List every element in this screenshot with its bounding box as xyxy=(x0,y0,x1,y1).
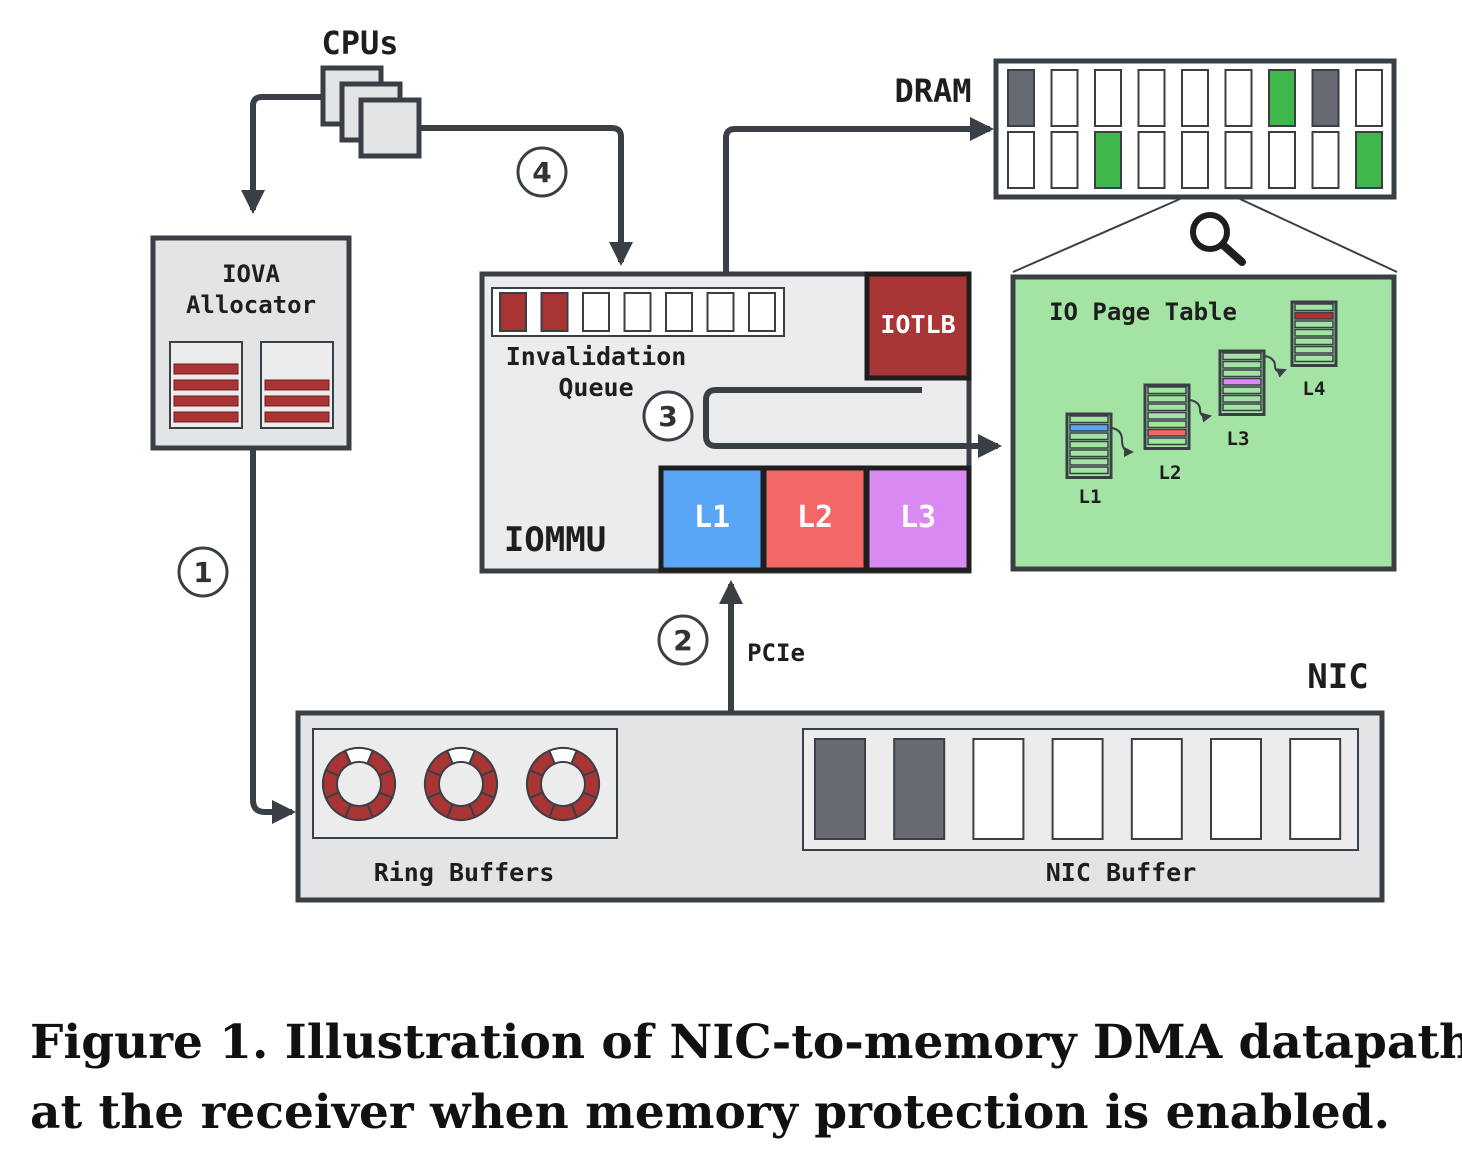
dram-cell xyxy=(1355,69,1383,127)
cpus-to-iova-arrow xyxy=(241,94,323,214)
pt-table-l4 xyxy=(1290,300,1338,367)
invq-entry-filled xyxy=(540,292,569,332)
dram-cell xyxy=(1355,131,1383,189)
caption-line2: at the receiver when memory protection i… xyxy=(30,1085,1390,1140)
io-page-table-label: IO Page Table xyxy=(1049,298,1237,326)
nic-label: NIC xyxy=(1307,657,1368,697)
magnifier-icon xyxy=(1190,212,1246,266)
step-marker-3: 3 xyxy=(642,390,694,442)
iova-to-ring-arrow xyxy=(250,448,296,824)
step-marker-2: 2 xyxy=(657,614,709,666)
dram-cell xyxy=(1268,69,1296,127)
cache-l2-label: L2 xyxy=(797,500,833,535)
pt-l2-label: L2 xyxy=(1159,462,1182,484)
pt-table-l1 xyxy=(1065,412,1113,479)
iommu: Invalidation Queue IOTLB IOMMU L1 L2 L3 xyxy=(479,271,972,574)
nic-buffer-label: NIC Buffer xyxy=(1046,858,1197,887)
iova-label-line1: IOVA xyxy=(222,260,280,288)
nic-buffer-slot-empty xyxy=(1289,738,1342,840)
invq-entry-empty xyxy=(582,292,610,332)
ring-buffer-icon xyxy=(322,747,396,821)
cache-l3 xyxy=(864,465,972,573)
invq-entry-filled xyxy=(499,292,527,332)
iova-allocator: IOVA Allocator xyxy=(150,235,352,451)
dram-cell xyxy=(1007,131,1035,189)
iotlb-label: IOTLB xyxy=(880,310,955,339)
dram-cell xyxy=(1050,69,1079,127)
cache-l1 xyxy=(658,465,766,573)
dram-cell xyxy=(1311,131,1340,189)
nic-buffer-slot-filled xyxy=(814,738,866,840)
dram-cell xyxy=(1181,69,1209,127)
nic-buffer-slot-empty xyxy=(1210,738,1262,840)
invq-entry-empty xyxy=(748,292,776,332)
svg-text:3: 3 xyxy=(658,400,677,433)
step-marker-4: 4 xyxy=(516,146,568,198)
dram-cell xyxy=(1181,131,1209,189)
invq-entry-empty xyxy=(665,292,693,332)
iommu-label: IOMMU xyxy=(504,520,606,560)
ring-buffers-area xyxy=(312,728,618,839)
pt-l4-label: L4 xyxy=(1303,378,1326,400)
iova-label-line2: Allocator xyxy=(186,291,316,319)
ring-buffers-label: Ring Buffers xyxy=(374,858,555,887)
cache-l2 xyxy=(761,465,869,573)
dma-datapath-diagram: CPUs IOVA Allocator DRAM xyxy=(150,24,1398,903)
dram-cell xyxy=(1268,131,1296,189)
caption-line1: Figure 1. Illustration of NIC-to-memory … xyxy=(30,1015,1462,1070)
iova-free-list xyxy=(173,363,330,423)
invq-entry-empty xyxy=(706,292,735,332)
io-page-table: IO Page Table L1 L2 L3 L4 xyxy=(1010,274,1397,572)
dram-cell xyxy=(1094,69,1122,127)
cpus-label: CPUs xyxy=(321,24,398,62)
invq-label-line1: Invalidation xyxy=(506,342,687,371)
dram-cell xyxy=(1137,69,1166,127)
stacked-cpus-icon xyxy=(320,65,422,159)
invq-entry-empty xyxy=(623,292,652,332)
pt-l1-label: L1 xyxy=(1079,486,1102,508)
nic-buffer-slot-empty xyxy=(1130,738,1183,840)
dram-cell xyxy=(1050,131,1079,189)
pt-table-l2 xyxy=(1143,383,1191,450)
invq-label-line2: Queue xyxy=(558,373,633,402)
ring-buffer-icon xyxy=(526,747,600,821)
page-walk-arrow xyxy=(703,387,1002,458)
dram-cell xyxy=(1311,69,1340,127)
dram-cell xyxy=(1137,131,1166,189)
cache-l3-label: L3 xyxy=(900,500,936,535)
nic-buffer-slot-empty xyxy=(972,738,1025,840)
iotlb xyxy=(864,271,972,381)
nic-buffer-slot-filled xyxy=(893,738,946,840)
dram-block xyxy=(993,58,1397,200)
pt-l3-label: L3 xyxy=(1227,428,1250,450)
cpus-to-invq-arrow xyxy=(419,125,633,266)
dram-cell xyxy=(1224,131,1253,189)
ring-buffer-icon xyxy=(424,747,498,821)
nic: Ring Buffers NIC Buffer xyxy=(295,710,1385,903)
pcie-label: PCIe xyxy=(747,639,805,667)
iommu-to-dram-arrow xyxy=(723,117,994,274)
cache-l1-label: L1 xyxy=(694,500,730,535)
pt-table-l3 xyxy=(1218,349,1266,416)
step-marker-1: 1 xyxy=(177,546,229,598)
svg-text:4: 4 xyxy=(532,156,551,189)
dram-cell xyxy=(1224,69,1253,127)
figure-caption: Figure 1. Illustration of NIC-to-memory … xyxy=(30,1008,1462,1148)
svg-text:1: 1 xyxy=(193,556,212,589)
dram-cell xyxy=(1007,69,1035,127)
zoom-lines xyxy=(1012,198,1398,273)
svg-text:2: 2 xyxy=(673,624,692,657)
nic-buffer-slot-empty xyxy=(1051,738,1104,840)
dram-cell xyxy=(1094,131,1122,189)
dram-label: DRAM xyxy=(894,72,971,110)
